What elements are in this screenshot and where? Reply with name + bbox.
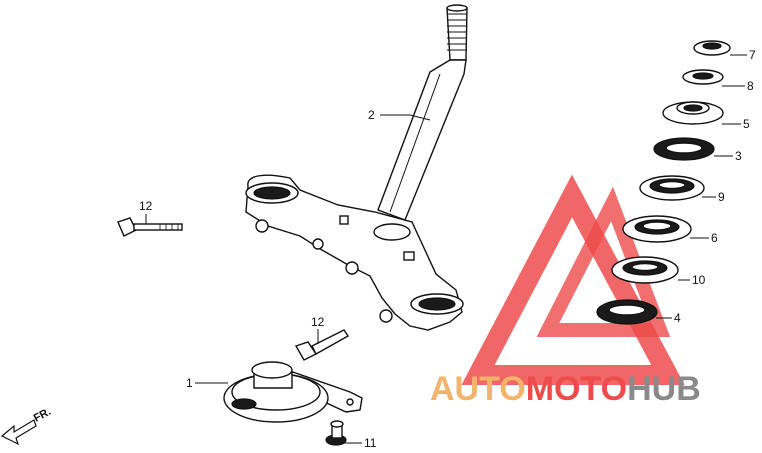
watermark-auto: AUTO xyxy=(430,370,526,408)
front-label: FR. xyxy=(32,406,53,425)
watermark-triangle xyxy=(461,174,685,385)
bearing-stack xyxy=(596,40,731,325)
arrow-left-icon xyxy=(0,419,37,446)
watermark-hub: HUB xyxy=(627,370,701,408)
part-7-lock-nut xyxy=(693,40,731,56)
callout-11: 11 xyxy=(364,436,377,450)
part-11-screw xyxy=(325,420,347,446)
part-5-adjusting-nut xyxy=(662,101,724,125)
watermark-text: AUTOMOTOHUB xyxy=(430,370,701,408)
leader-lines xyxy=(145,54,747,444)
callout-12-left: 12 xyxy=(139,199,153,213)
callout-8: 8 xyxy=(747,79,754,93)
callout-1: 1 xyxy=(186,376,193,390)
callout-9: 9 xyxy=(718,190,725,204)
part-12-bolt-left xyxy=(117,217,183,237)
callout-5: 5 xyxy=(743,117,750,131)
callout-10: 10 xyxy=(692,273,706,287)
callout-3: 3 xyxy=(735,149,742,163)
watermark-moto: MOTO xyxy=(526,370,627,408)
callout-6: 6 xyxy=(711,231,718,245)
part-3-dust-seal xyxy=(653,137,715,161)
watermark-logo: AUTOMOTOHUB xyxy=(430,174,701,408)
callout-labels: 2 7 8 5 3 9 6 10 4 12 12 1 11 xyxy=(139,48,756,450)
part-8-lock-washer xyxy=(682,69,724,85)
callout-2: 2 xyxy=(368,108,375,122)
part-10-bearing xyxy=(611,256,679,284)
steering-stem xyxy=(245,4,468,331)
part-6-race xyxy=(622,215,692,243)
part-12-bolt-horn xyxy=(294,329,350,361)
callout-7: 7 xyxy=(749,48,756,62)
callout-4: 4 xyxy=(674,311,681,325)
part-9-bearing xyxy=(639,175,705,201)
callout-12-horn: 12 xyxy=(311,315,325,329)
part-4-dust-seal xyxy=(596,299,658,325)
front-direction-indicator: FR. xyxy=(0,406,53,446)
part-1-horn xyxy=(223,361,363,423)
